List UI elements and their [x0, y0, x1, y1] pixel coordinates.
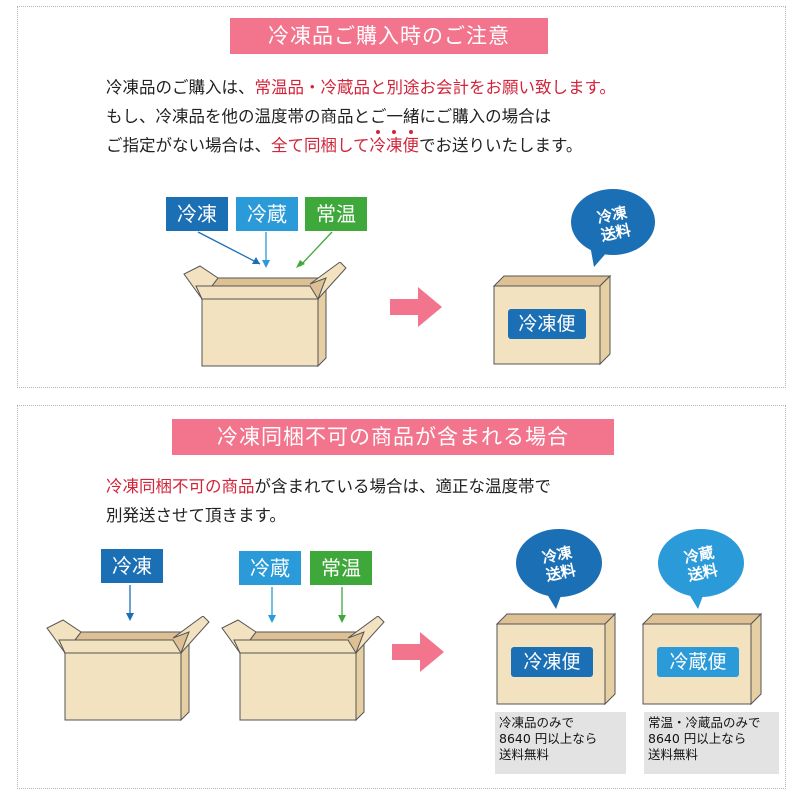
notice-line-3-highlight: 全て同梱して	[271, 136, 370, 155]
free-shipping-note-chilled: 常温・冷蔵品のみで 8640 円以上なら 送料無料	[644, 712, 779, 774]
down-arrows-icon	[268, 587, 346, 623]
tag-frozen: 冷凍	[166, 197, 228, 231]
right-arrow-icon	[392, 632, 444, 672]
speech-bubble-frozen-shipping: 冷凍送料	[514, 527, 604, 609]
tag-chilled: 冷蔵	[236, 197, 298, 231]
emphasis-char: 凍	[386, 130, 403, 155]
note-line: 送料無料	[499, 747, 550, 762]
emphasis-char: 便	[403, 130, 419, 155]
note-line: 冷凍品のみで	[499, 715, 575, 730]
notice-line-3-tail: でお送りいたします。	[419, 136, 583, 155]
separate-line-2: 別発送させて頂きます。	[106, 506, 286, 525]
separate-line-1: 冷凍同梱不可の商品が含まれている場合は、適正な温度帯で	[106, 472, 551, 501]
tag-frozen: 冷凍	[101, 549, 163, 583]
notice-line-3: ご指定がない場合は、全て同梱して冷凍便でお送りいたします。	[106, 130, 583, 160]
speech-bubble-chilled-shipping: 冷蔵送料	[656, 527, 746, 609]
tag-chilled: 冷蔵	[239, 551, 301, 585]
notice-line-1-highlight: 常温品・冷蔵品と別途お会計をお願い致します。	[254, 78, 616, 97]
notice-panel-frozen-purchase	[17, 6, 786, 388]
open-box-frozen-icon	[46, 616, 210, 722]
separate-line-1-highlight: 冷凍同梱不可の商品	[106, 477, 255, 496]
notice-line-2: もし、冷凍品を他の温度帯の商品とご一緒にご購入の場合は	[106, 107, 552, 126]
notice-line-1: 冷凍品のご購入は、常温品・冷蔵品と別途お会計をお願い致します。	[106, 73, 616, 102]
box-label-chilled: 冷蔵便	[657, 647, 739, 677]
tag-room-temp: 常温	[310, 551, 372, 585]
box-label-frozen: 冷凍便	[508, 309, 586, 339]
note-line: 常温・冷蔵品のみで	[648, 715, 761, 730]
merge-arrows-icon	[197, 231, 333, 268]
box-label-frozen: 冷凍便	[511, 647, 593, 677]
separate-line-1-text: が含まれている場合は、適正な温度帯で	[254, 477, 552, 496]
free-shipping-note-frozen: 冷凍品のみで 8640 円以上なら 送料無料	[495, 712, 626, 774]
notice-line-3-text: ご指定がない場合は、	[106, 136, 271, 155]
right-arrow-icon	[390, 287, 442, 327]
notice-line-1-text: 冷凍品のご購入は、	[106, 78, 255, 97]
section-title-separate-shipping: 冷凍同梱不可の商品が含まれる場合	[172, 419, 614, 455]
tag-room-temp: 常温	[305, 197, 367, 231]
note-line: 8640 円以上なら	[499, 731, 598, 746]
open-box-icon	[183, 262, 347, 368]
note-line: 送料無料	[648, 747, 699, 762]
down-arrow-icon	[126, 585, 134, 621]
note-line: 8640 円以上なら	[648, 731, 747, 746]
section-title-frozen-purchase: 冷凍品ご購入時のご注意	[230, 18, 548, 54]
speech-bubble-frozen-shipping: 冷凍送料	[570, 187, 658, 267]
emphasis-char: 冷	[370, 130, 386, 155]
open-box-chilled-icon	[221, 616, 385, 722]
